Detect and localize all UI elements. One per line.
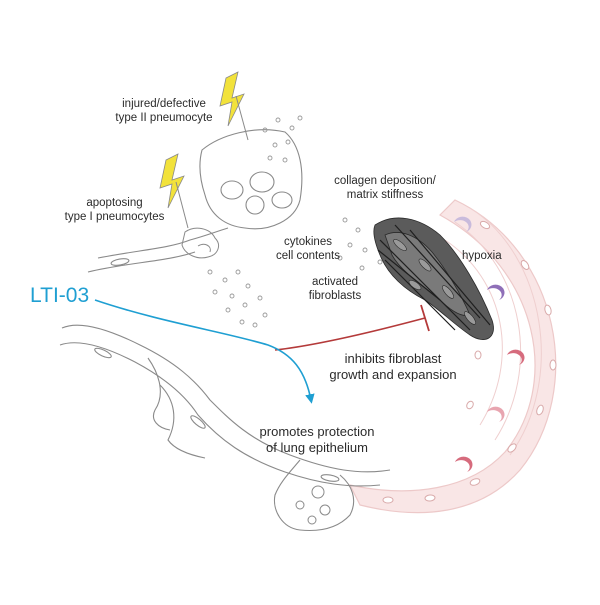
type2-text: injured/defective type II pneumocyte <box>115 98 213 124</box>
type-ii-pneumocyte <box>199 129 303 230</box>
lightning-bolt-icon <box>159 153 189 229</box>
protects-text: promotes protection of lung epithelium <box>259 424 375 455</box>
label-inhibits-fibroblast: inhibits fibroblast growth and expansion <box>318 351 468 383</box>
hypoxia-text: hypoxia <box>462 250 502 262</box>
collagen-text: collagen deposition/ matrix stiffness <box>334 175 436 201</box>
secretion-dots <box>207 115 383 328</box>
lightning-bolt-icon <box>219 71 249 141</box>
capillary-vessel <box>348 199 557 514</box>
label-type-ii-pneumocyte: injured/defective type II pneumocyte <box>104 97 224 125</box>
drug-text: LTI-03 <box>30 284 90 307</box>
apoptosing-type-i-cells <box>181 227 219 259</box>
red-blood-cell-icon <box>454 216 525 472</box>
label-type-i-pneumocytes: apoptosing type I pneumocytes <box>57 196 172 224</box>
inhibits-text: inhibits fibroblast growth and expansion <box>329 351 457 382</box>
label-hypoxia: hypoxia <box>462 249 502 263</box>
lower-type-ii-cell <box>295 485 331 525</box>
alveolar-epithelium <box>59 227 391 532</box>
inhibition-arrow <box>274 304 430 351</box>
label-collagen-deposition: collagen deposition/ matrix stiffness <box>325 174 445 202</box>
label-activated-fibroblasts: activated fibroblasts <box>295 275 375 303</box>
drug-name-label: LTI-03 <box>30 284 89 308</box>
cytokines-text: cytokines cell contents <box>276 236 340 262</box>
activated-fibroblast-cluster <box>373 217 494 340</box>
type1-text: apoptosing type I pneumocytes <box>64 197 165 223</box>
drug-effect-arrow <box>94 299 315 404</box>
label-cytokines: cytokines cell contents <box>268 235 348 263</box>
fibroblasts-text: activated fibroblasts <box>308 276 362 302</box>
label-promotes-protection: promotes protection of lung epithelium <box>242 424 392 456</box>
